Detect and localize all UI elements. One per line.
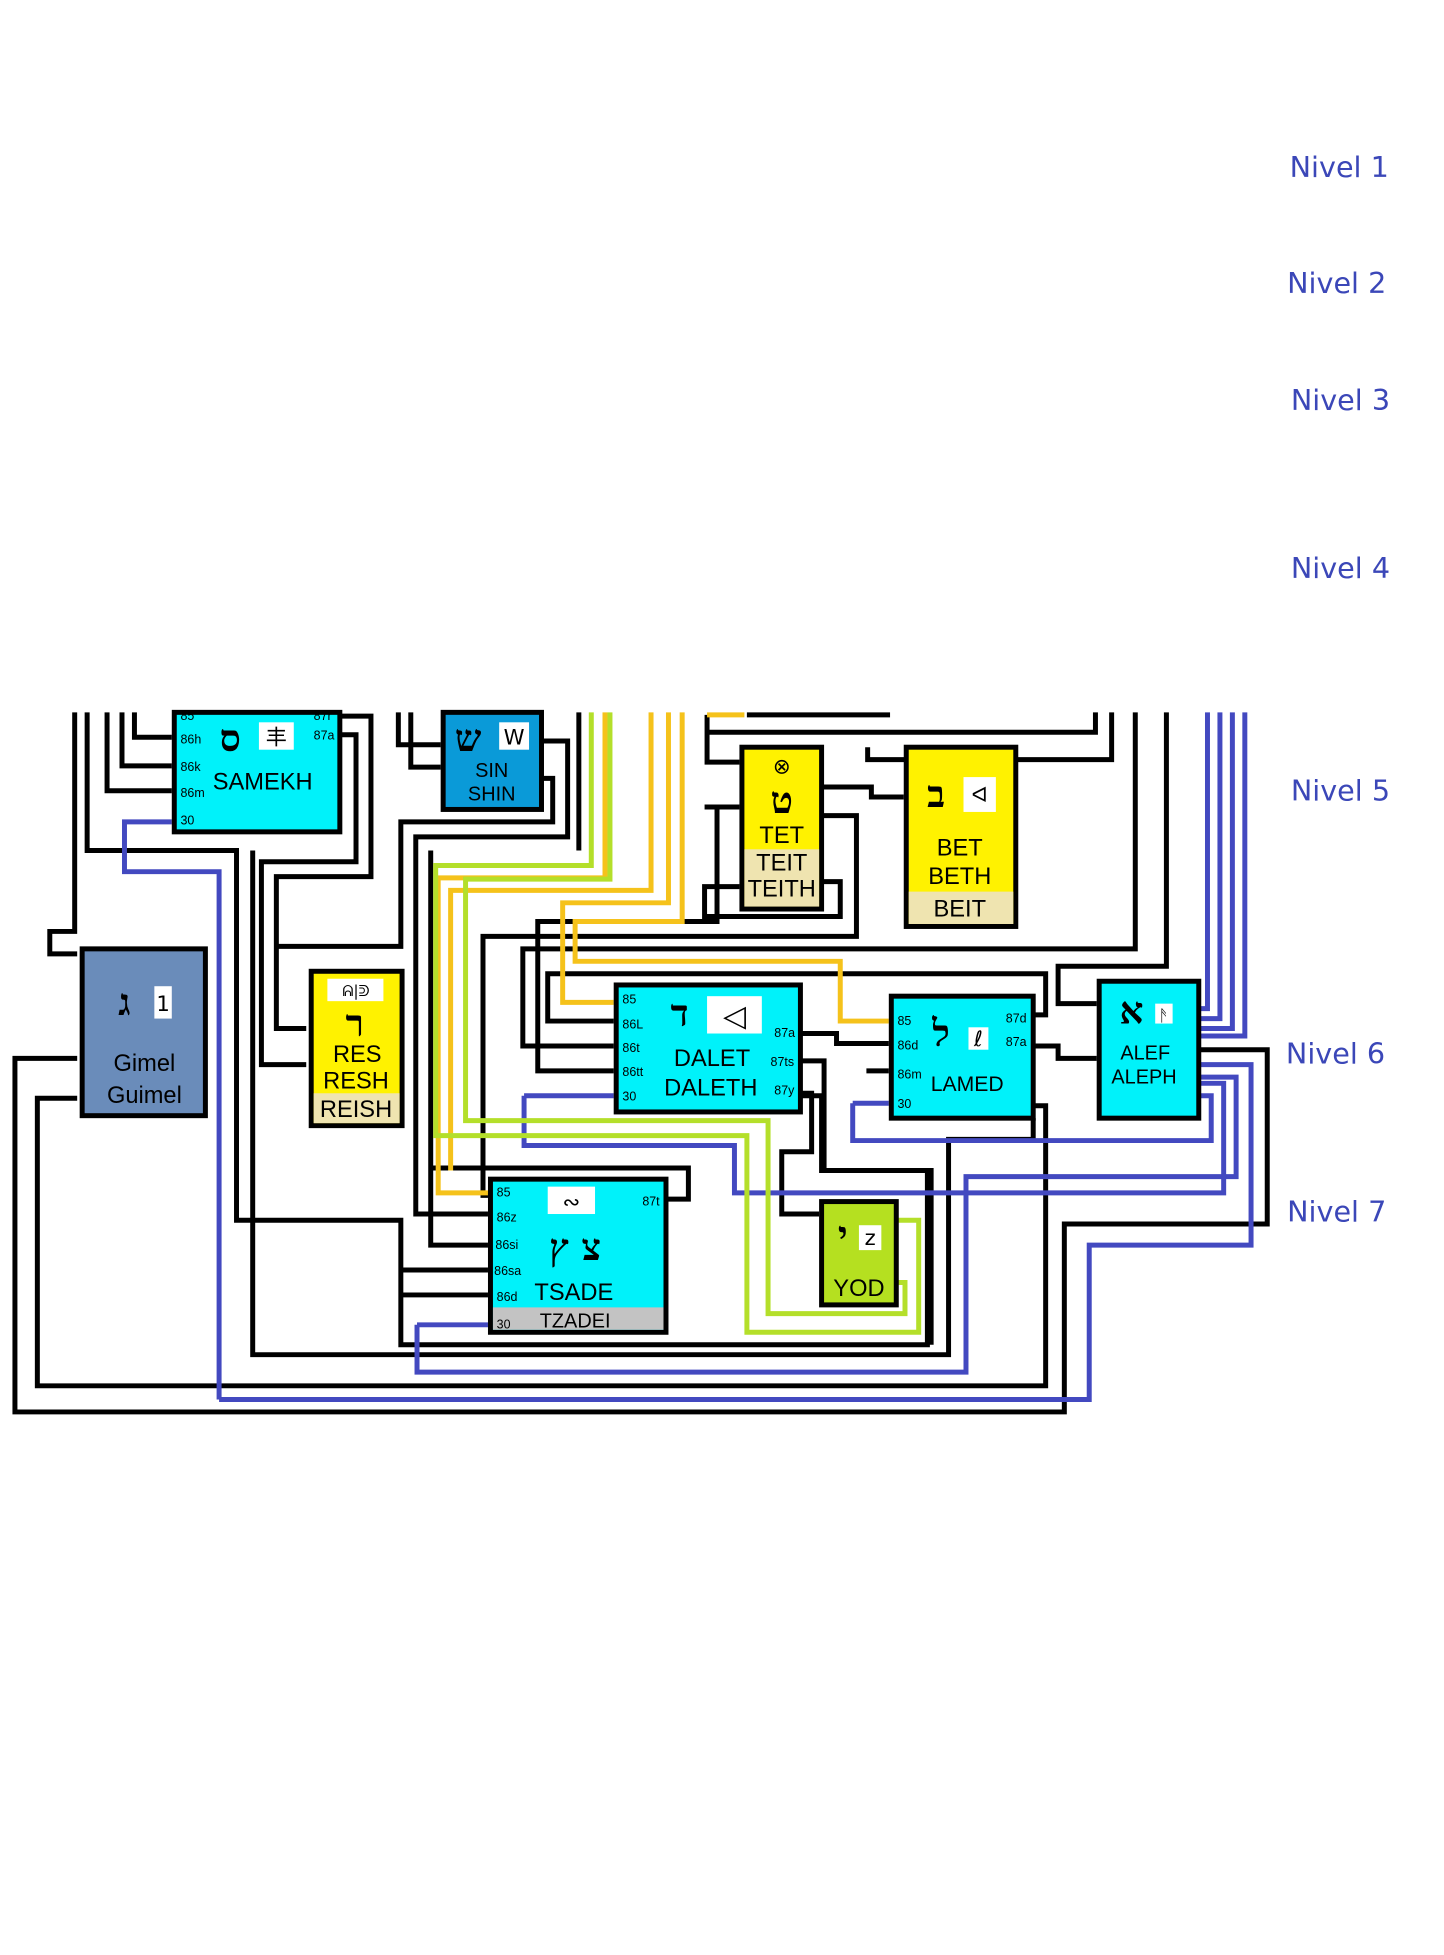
box-lamed[interactable]: ל ℓ LAMED 85 86d 86m 30 87d 87a <box>888 993 1036 1121</box>
box-samekh[interactable]: ס 丰 SAMEKH 85 86h 86k 86m 30 87r 87a <box>171 709 343 835</box>
shin-name: SIN <box>475 760 508 782</box>
port-label: 86tt <box>622 1065 643 1079</box>
port-label: 85 <box>898 1014 912 1028</box>
wires <box>12 712 1270 1415</box>
level-3-label: Nivel 3 <box>1291 383 1390 417</box>
port-label: 85 <box>622 993 636 1007</box>
resh-hebrew: ר <box>346 1001 364 1045</box>
shin-glyph-icon: W <box>504 725 525 750</box>
alef-name: ALEF <box>1120 1043 1170 1065</box>
dalet-glyph-icon: ◁ <box>723 999 746 1034</box>
tet-glyph-icon: ⊗ <box>773 753 791 778</box>
level-7-label: Nivel 7 <box>1287 1194 1386 1228</box>
port-label: 87d <box>1006 1011 1027 1025</box>
port-label: 30 <box>497 1318 511 1332</box>
port-label: 86k <box>180 760 201 774</box>
yod-hebrew: י <box>838 1213 848 1257</box>
level-labels: Nivel 1 Nivel 2 Nivel 3 Nivel 4 Nivel 5 … <box>1286 150 1390 1228</box>
level-2-label: Nivel 2 <box>1287 266 1386 300</box>
tet-name-alt2: TEITH <box>748 877 816 903</box>
port-label: 86si <box>495 1238 518 1252</box>
shin-hebrew: ש <box>455 716 482 760</box>
port-label: 87t <box>642 1194 660 1208</box>
port-label: 86m <box>898 1067 922 1081</box>
bet-name-alt: BETH <box>928 864 991 890</box>
tsade-glyph-icon: ∾ <box>563 1189 581 1214</box>
level-5-label: Nivel 5 <box>1291 774 1390 808</box>
yod-name: YOD <box>833 1276 884 1302</box>
tsade-name-alt: TZADEI <box>540 1310 611 1332</box>
tet-hebrew: ט <box>770 778 793 822</box>
port-label: 87ts <box>771 1055 795 1069</box>
box-shin[interactable]: ש W SIN SHIN <box>440 709 544 812</box>
box-yod[interactable]: י z YOD <box>819 1199 899 1308</box>
port-label: 30 <box>622 1090 636 1104</box>
alef-glyph-icon: ᚫ <box>1159 1006 1169 1025</box>
bet-name-alt2: BEIT <box>933 897 986 923</box>
dalet-name: DALET <box>674 1046 750 1072</box>
box-tsade[interactable]: ∾ צ ץ TSADE TZADEI 85 86z 86si 86sa 86d … <box>487 1176 669 1335</box>
samekh-name: SAMEKH <box>213 770 313 796</box>
gimel-hebrew: ג <box>118 980 130 1024</box>
bet-name: BET <box>937 836 983 862</box>
port-label: 30 <box>180 813 194 827</box>
port-label: 30 <box>898 1097 912 1111</box>
box-bet[interactable]: ב ᐊ BET BETH BEIT <box>903 744 1019 929</box>
level-1-label: Nivel 1 <box>1290 150 1389 184</box>
resh-name-alt2: REISH <box>320 1097 392 1123</box>
dalet-name-alt: DALETH <box>664 1076 757 1102</box>
alef-hebrew: א <box>1120 989 1144 1033</box>
bet-hebrew: ב <box>927 772 945 816</box>
port-label: 86t <box>622 1041 640 1055</box>
port-label: 86sa <box>494 1264 521 1278</box>
gimel-name: Gimel <box>114 1051 176 1077</box>
port-label: 86h <box>180 732 201 746</box>
resh-name: RES <box>333 1042 382 1068</box>
box-tet[interactable]: ⊗ ט TET TEIT TEITH <box>739 744 825 912</box>
tsade-name: TSADE <box>534 1280 613 1306</box>
port-label: 87y <box>774 1084 795 1098</box>
level-4-label: Nivel 4 <box>1291 551 1390 585</box>
box-resh[interactable]: ᕱ|ᕲ ר RES RESH REISH <box>308 968 405 1129</box>
resh-glyph-icon: ᕱ|ᕲ <box>342 982 369 1000</box>
gimel-glyph-icon: 1 <box>156 991 169 1016</box>
lamed-glyph-icon: ℓ <box>973 1026 983 1051</box>
yod-glyph-icon: z <box>865 1225 876 1250</box>
level-6-label: Nivel 6 <box>1286 1036 1385 1070</box>
samekh-glyph-icon: 丰 <box>266 725 287 750</box>
port-label: 85 <box>497 1186 511 1200</box>
port-label: 86z <box>497 1210 517 1224</box>
dalet-hebrew: ד <box>671 991 689 1035</box>
tsade-hebrew: צ ץ <box>549 1225 601 1269</box>
port-label: 86d <box>898 1039 919 1053</box>
port-label: 87a <box>774 1026 795 1040</box>
port-label: 85 <box>180 709 194 723</box>
port-label: 86d <box>497 1290 518 1304</box>
port-label: 86m <box>180 786 204 800</box>
box-dalet[interactable]: ד ◁ DALET DALETH 85 86L 86t 86tt 30 87a … <box>613 982 803 1115</box>
bet-glyph-icon: ᐊ <box>972 782 988 807</box>
resh-name-alt: RESH <box>323 1068 389 1094</box>
samekh-hebrew: ס <box>220 716 241 760</box>
port-label: 86L <box>622 1018 643 1032</box>
box-gimel[interactable]: ג 1 Gimel Guimel <box>79 946 208 1119</box>
shin-name-alt: SHIN <box>468 784 516 806</box>
port-label: 87a <box>314 729 335 743</box>
lamed-name: LAMED <box>931 1073 1004 1096</box>
tet-name-alt: TEIT <box>756 850 807 876</box>
tet-name: TET <box>759 823 804 849</box>
alef-name-alt: ALEPH <box>1111 1066 1176 1088</box>
lamed-hebrew: ל <box>931 1011 949 1055</box>
port-label: 87r <box>314 709 332 723</box>
port-label: 87a <box>1006 1035 1027 1049</box>
box-alef[interactable]: א ᚫ ALEF ALEPH <box>1096 978 1202 1121</box>
gimel-name-alt: Guimel <box>107 1083 182 1109</box>
